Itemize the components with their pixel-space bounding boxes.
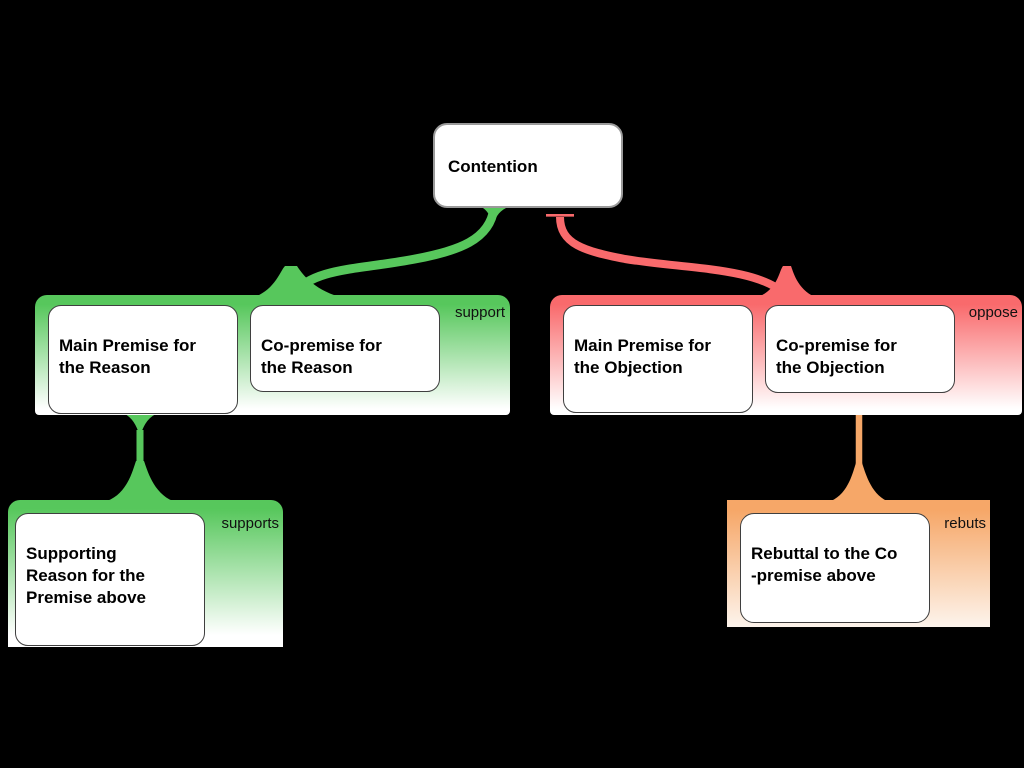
oppose-group[interactable]: oppose Main Premise for the Objection Co…: [550, 295, 1022, 415]
main-premise-reason-node[interactable]: Main Premise for the Reason: [48, 305, 238, 414]
supports-group-tag: supports: [221, 515, 279, 532]
co-premise-reason-label: Co-premise for the Reason: [261, 336, 382, 377]
contention-node[interactable]: Contention: [433, 123, 623, 208]
rebuts-group[interactable]: rebuts Rebuttal to the Co -premise above: [727, 500, 990, 627]
supporting-reason-node[interactable]: Supporting Reason for the Premise above: [15, 513, 205, 646]
supports-edge: [107, 414, 173, 501]
support-group-tag: support: [454, 304, 505, 321]
main-premise-reason-label: Main Premise for the Reason: [59, 336, 196, 377]
main-premise-objection-label: Main Premise for the Objection: [574, 336, 711, 377]
rebuttal-node[interactable]: Rebuttal to the Co -premise above: [740, 513, 930, 623]
co-premise-objection-node[interactable]: Co-premise for the Objection: [765, 305, 955, 393]
oppose-group-tag: oppose: [968, 304, 1018, 321]
rebuts-group-tag: rebuts: [944, 515, 986, 532]
supports-group[interactable]: supports Supporting Reason for the Premi…: [8, 500, 283, 647]
support-edge: [255, 207, 506, 298]
contention-label: Contention: [448, 157, 538, 176]
oppose-edge: [546, 214, 815, 298]
support-group[interactable]: support Main Premise for the Reason Co-p…: [35, 295, 510, 415]
main-premise-objection-node[interactable]: Main Premise for the Objection: [563, 305, 753, 413]
co-premise-objection-label: Co-premise for the Objection: [776, 336, 897, 377]
rebuttal-label: Rebuttal to the Co -premise above: [751, 544, 898, 585]
co-premise-reason-node[interactable]: Co-premise for the Reason: [250, 305, 440, 392]
supporting-reason-label: Supporting Reason for the Premise above: [26, 544, 147, 607]
